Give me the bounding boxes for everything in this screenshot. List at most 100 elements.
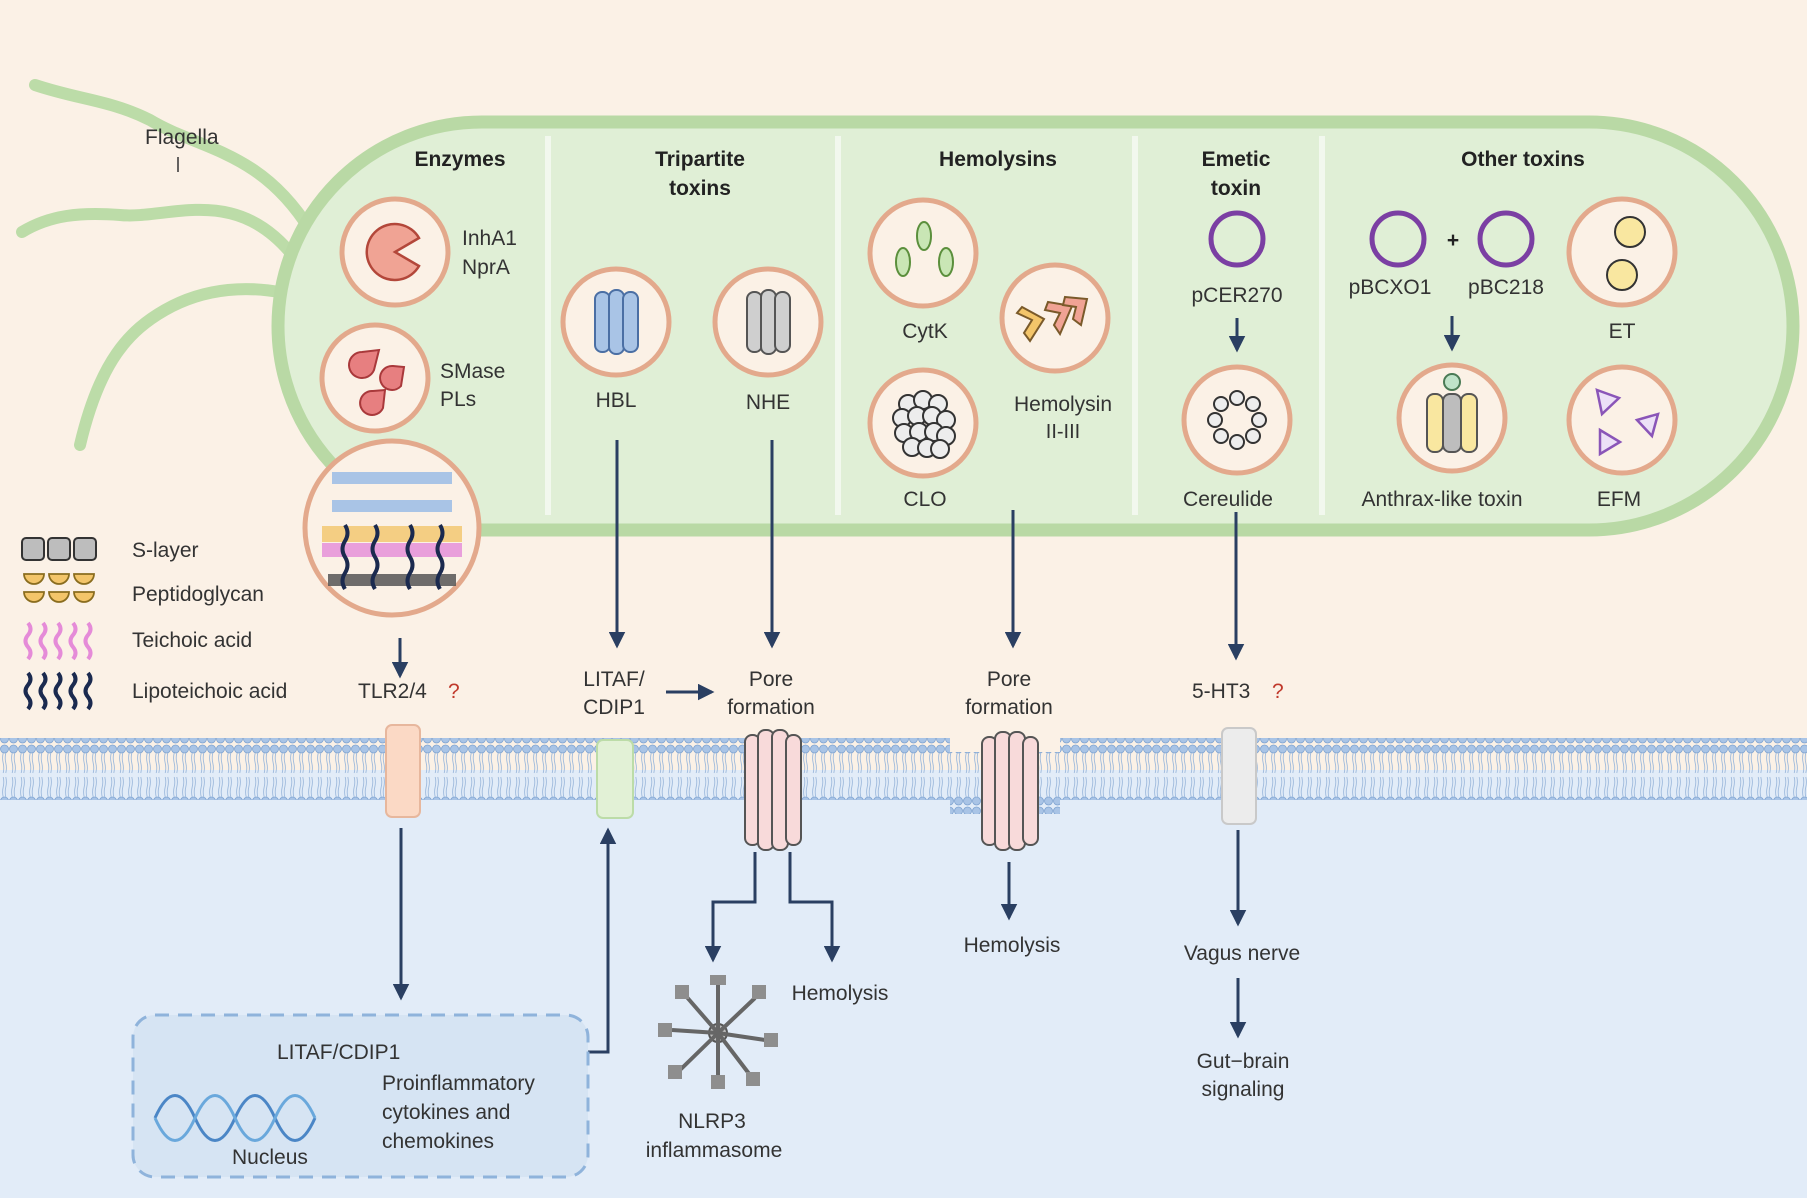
gut-brain-label-line1: Gut−brain <box>1197 1050 1290 1073</box>
litaf-label-line1: LITAF/ <box>583 668 645 691</box>
5ht3-question-mark: ? <box>1272 680 1284 703</box>
5ht3-receptor <box>1221 727 1257 825</box>
arrow-pore-to-hemolysis <box>788 852 841 963</box>
nhe-circle <box>712 266 824 378</box>
peptidoglycan-label: Peptidoglycan <box>132 583 264 606</box>
tripartite-header-line2: toxins <box>669 177 731 200</box>
hemolysin-ii-iii-circle <box>999 262 1111 374</box>
tlr-question-mark: ? <box>448 680 460 703</box>
nlrp3-label-line1: NLRP3 <box>678 1110 746 1133</box>
triangle-icon <box>1595 388 1660 457</box>
nhe-label: NHE <box>746 391 790 414</box>
other-toxins-header: Other toxins <box>1461 148 1585 171</box>
5ht3-label: 5-HT3 <box>1192 680 1250 703</box>
ligand-icon <box>1443 373 1461 391</box>
pore2-label-line2: formation <box>965 696 1053 719</box>
pore-channel-1 <box>744 729 802 851</box>
efm-circle <box>1566 364 1678 476</box>
peptidoglycan-icon <box>23 573 95 603</box>
inha1-npra-circle <box>339 196 451 308</box>
cytk-circle <box>867 197 979 309</box>
tlr-receptor <box>385 724 421 818</box>
pore-channel-2 <box>981 731 1039 851</box>
cytokines-label-line2: cytokines and <box>382 1101 510 1124</box>
nucleus-litaf-label: LITAF/CDIP1 <box>277 1041 400 1064</box>
teichoic-acid-icon <box>23 621 93 661</box>
pore-icon <box>594 289 639 355</box>
pore-icon <box>746 289 791 355</box>
npra-label: NprA <box>462 256 510 279</box>
hemolysin-label-line2: II-III <box>1046 421 1080 443</box>
hemolysins-header: Hemolysins <box>939 148 1057 171</box>
drop-icon <box>359 388 387 416</box>
clo-circle <box>867 367 979 479</box>
plus-sign: + <box>1447 229 1459 252</box>
s-layer-icon <box>21 537 97 561</box>
oligomer-icon <box>892 390 956 459</box>
et-label: ET <box>1609 320 1636 343</box>
hbl-circle <box>560 266 672 378</box>
pbc218-plasmid-icon <box>1477 210 1535 268</box>
flagellum-3 <box>74 283 316 451</box>
et-subunit-icon <box>1614 216 1646 248</box>
s-layer-label: S-layer <box>132 539 199 562</box>
efm-label: EFM <box>1597 488 1641 511</box>
pacman-icon <box>365 222 421 282</box>
tlr-label: TLR2/4 <box>358 680 427 703</box>
litaf-receptor <box>596 739 634 819</box>
gut-brain-label-line2: signaling <box>1202 1078 1285 1101</box>
legend: S-layer Peptidoglycan Teichoic acid Lipo… <box>21 537 287 711</box>
cytokines-label-line3: chemokines <box>382 1130 494 1153</box>
pcer270-label: pCER270 <box>1191 284 1282 307</box>
hemolysin-label-line1: Hemolysin <box>1014 393 1112 416</box>
emetic-header-line1: Emetic <box>1202 148 1271 171</box>
smase-label: SMase <box>440 360 505 383</box>
teichoic-acid-label: Teichoic acid <box>132 629 252 652</box>
ring-molecule-icon <box>1207 390 1267 450</box>
inha1-label: InhA1 <box>462 227 517 250</box>
cell-wall-zoom-circle <box>302 438 482 618</box>
hbl-label: HBL <box>596 389 637 412</box>
pls-label: PLs <box>440 388 476 411</box>
pore1-label-line1: Pore <box>749 668 793 691</box>
hemolysin-fragment-icon <box>1015 295 1089 343</box>
pbc218-label: pBC218 <box>1468 276 1544 299</box>
hemolysis-label-2: Hemolysis <box>964 934 1061 957</box>
nucleus-label: Nucleus <box>232 1146 308 1169</box>
monomer-icon <box>895 221 954 277</box>
clo-label: CLO <box>903 488 946 511</box>
enzymes-header: Enzymes <box>414 148 505 171</box>
drop-icon <box>379 364 406 391</box>
cereulide-label: Cereulide <box>1183 488 1273 511</box>
pore1-label-line2: formation <box>727 696 815 719</box>
et-circle <box>1566 196 1678 308</box>
dna-helix-icon <box>153 1094 317 1142</box>
anthrax-like-toxin-circle <box>1396 362 1508 474</box>
flagellum-2 <box>16 203 306 271</box>
cytokines-label-line1: Proinflammatory <box>382 1072 535 1095</box>
arrow-pore-to-nlrp3 <box>704 852 757 963</box>
pore2-label-line1: Pore <box>987 668 1031 691</box>
hemolysis-label-1: Hemolysis <box>792 982 889 1005</box>
cereulide-circle <box>1181 364 1293 476</box>
cytk-label: CytK <box>902 320 948 343</box>
channel-icon <box>1426 393 1478 453</box>
pbcxo1-plasmid-icon <box>1369 210 1427 268</box>
et-subunit-icon <box>1606 259 1638 291</box>
flagellum-1 <box>29 79 316 236</box>
litaf-label-line2: CDIP1 <box>583 696 645 719</box>
lipoteichoic-acid-label: Lipoteichoic acid <box>132 680 287 703</box>
lipoteichoic-acid-icon <box>23 671 93 711</box>
vagus-nerve-label: Vagus nerve <box>1184 942 1300 965</box>
drop-icon <box>348 348 381 379</box>
emetic-header-line2: toxin <box>1211 177 1261 200</box>
anthrax-like-toxin-label: Anthrax-like toxin <box>1361 488 1522 511</box>
pcer270-plasmid-icon <box>1208 210 1266 268</box>
cell-wall-membrane-icon <box>322 472 462 591</box>
nucleus-box <box>131 1013 590 1179</box>
nlrp3-inflammasome-icon <box>658 975 778 1089</box>
smase-pls-circle <box>319 322 431 434</box>
flagella-label: Flagella <box>145 126 219 149</box>
nlrp3-label-line2: inflammasome <box>646 1139 783 1162</box>
